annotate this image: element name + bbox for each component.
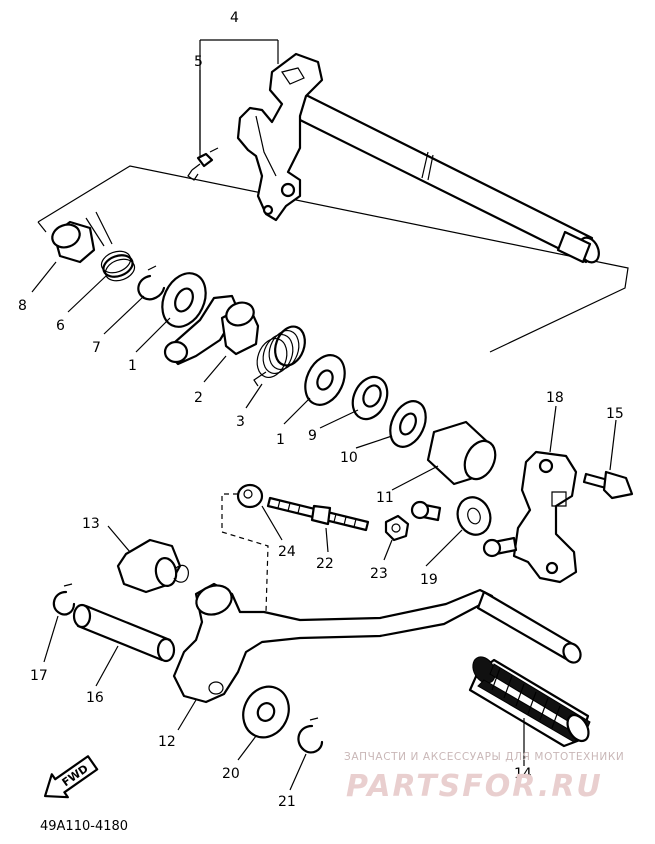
callout-11: 11 — [376, 490, 394, 506]
bolt-15 — [582, 470, 634, 500]
watermark: ЗАПЧАСТИ И АКСЕССУАРЫ ДЛЯ МОТОТЕХНИКИ PA… — [344, 751, 624, 804]
callout-4: 4 — [230, 10, 239, 26]
rod-end-19 — [410, 496, 518, 558]
circlip-17 — [52, 583, 76, 616]
callout-2: 2 — [194, 390, 203, 406]
fwd-arrow: FWD — [43, 755, 99, 799]
callout-16: 16 — [86, 690, 104, 706]
shift-pedal — [172, 582, 582, 704]
pivot-boss — [116, 538, 189, 594]
callout-15: 15 — [606, 406, 624, 422]
callout-10: 10 — [340, 450, 358, 466]
shift-arm — [512, 450, 578, 584]
dashed-guide — [221, 493, 269, 613]
washer-10 — [389, 400, 427, 448]
callout-23: 23 — [370, 566, 388, 582]
callout-14: 14 — [514, 766, 532, 782]
circlip — [137, 265, 166, 301]
callout-6: 6 — [56, 318, 65, 334]
callout-22: 22 — [316, 556, 334, 572]
circlip-21 — [297, 717, 324, 754]
watermark-tagline: ЗАПЧАСТИ И АКСЕССУАРЫ ДЛЯ МОТОТЕХНИКИ — [344, 751, 624, 763]
catalog-code: 49A110-4180 — [40, 819, 128, 834]
leader-lines — [31, 39, 617, 791]
washer-20 — [242, 685, 290, 739]
callout-numbers: 4 5 8 6 7 1 2 3 1 9 10 11 18 15 13 24 22… — [18, 10, 624, 810]
oil-seal — [351, 375, 389, 421]
callout-24: 24 — [278, 544, 296, 560]
nut-23 — [384, 514, 410, 542]
callout-8: 8 — [18, 298, 27, 314]
callout-9: 9 — [308, 428, 317, 444]
callout-20: 20 — [222, 766, 240, 782]
callout-21: 21 — [278, 794, 296, 810]
callout-12: 12 — [158, 734, 176, 750]
return-spring — [253, 325, 306, 387]
collar — [51, 220, 96, 264]
pedal-rubber — [468, 656, 591, 748]
pivot-shaft — [72, 603, 176, 663]
callout-13: 13 — [82, 516, 100, 532]
bushing — [426, 420, 497, 486]
shift-lever-bracket — [163, 294, 260, 366]
watermark-logo: PARTSFOR.RU — [346, 769, 603, 804]
nut-24 — [236, 483, 264, 509]
shift-shaft — [236, 52, 600, 264]
assembly-outline — [37, 165, 629, 353]
callout-18: 18 — [546, 390, 564, 406]
torsion-spring — [85, 211, 136, 282]
spring-clip — [187, 147, 219, 181]
callout-1-lower: 1 — [276, 432, 285, 448]
callout-1-upper: 1 — [128, 358, 137, 374]
washer-lower — [304, 354, 346, 406]
callout-17: 17 — [30, 668, 48, 684]
threaded-rod — [266, 496, 370, 532]
callout-3: 3 — [236, 414, 245, 430]
assembly-outline-lower — [37, 221, 47, 233]
washer-upper — [161, 272, 207, 328]
callout-5: 5 — [194, 54, 203, 70]
callout-7: 7 — [92, 340, 101, 356]
callout-19: 19 — [420, 572, 438, 588]
